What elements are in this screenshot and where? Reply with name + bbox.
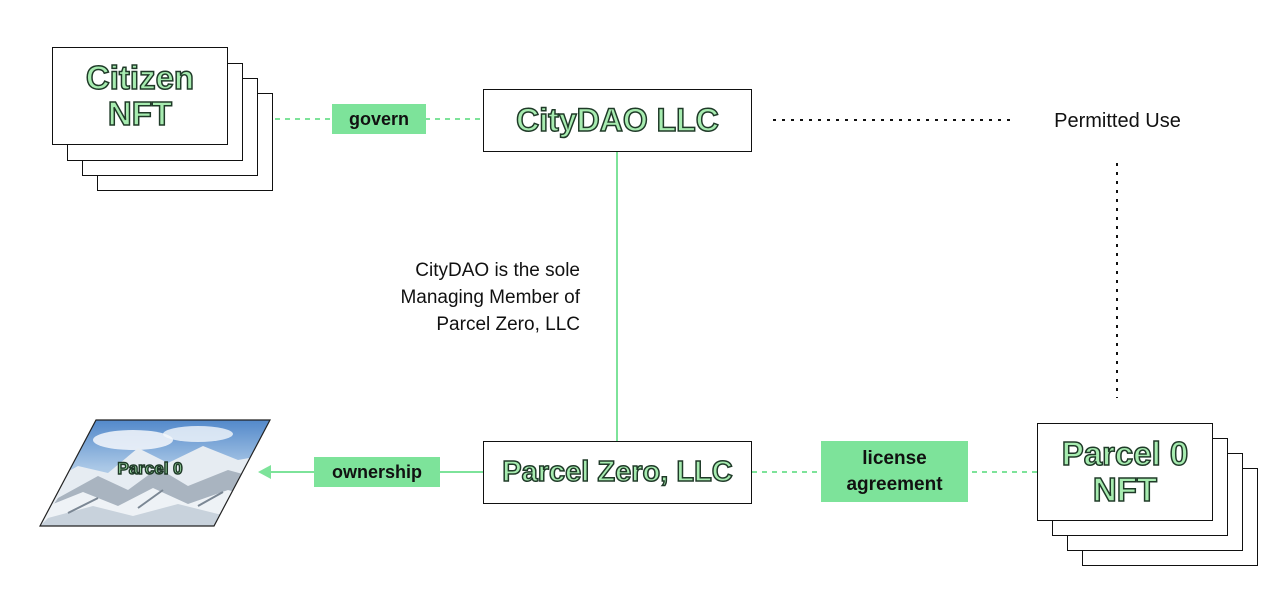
parcel-0-nft-label: Parcel 0 NFT [1061,434,1189,508]
citizen-nft-label: Citizen NFT [85,58,195,132]
parcel-0-landscape-image [39,419,271,527]
parcel-0-nft-card-front: Parcel 0 NFT [1037,423,1213,521]
permitted-use-label: Permitted Use [1054,110,1181,132]
managing-member-description: CityDAO is the sole Managing Member of P… [400,260,580,335]
citydao-llc-box: CityDAO LLC [483,89,752,152]
ownership-arrowhead [258,465,271,479]
parcel-zero-llc-label: Parcel Zero, LLC [502,455,734,488]
parcel-zero-llc-box: Parcel Zero, LLC [483,441,752,504]
citydao-llc-label: CityDAO LLC [515,101,719,138]
citizen-nft-card-front: Citizen NFT [52,47,228,145]
govern-label: govern [332,104,426,134]
parcel-0-image-label: Parcel 0 [117,459,184,479]
license-agreement-label: license agreement [821,441,968,502]
ownership-label: ownership [314,457,440,487]
